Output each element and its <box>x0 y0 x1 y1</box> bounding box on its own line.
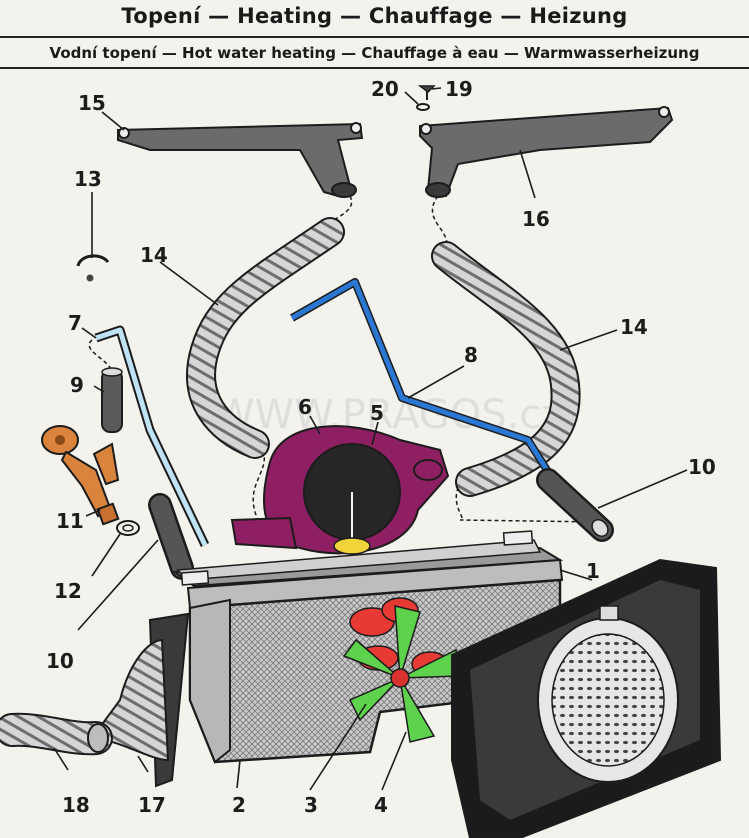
callout-12: 12 <box>54 579 82 603</box>
callout-7: 7 <box>68 311 82 335</box>
callout-6: 6 <box>298 395 312 419</box>
short-hose-part-9 <box>101 367 123 433</box>
callout-14-right: 14 <box>620 315 648 339</box>
leader-lines <box>53 87 688 791</box>
heater-front-housing <box>451 558 722 838</box>
callout-2: 2 <box>232 793 246 817</box>
callout-15: 15 <box>78 91 106 115</box>
title-rule <box>0 36 749 38</box>
washer-part-12 <box>116 520 140 536</box>
callout-11: 11 <box>56 509 84 533</box>
callout-16: 16 <box>522 207 550 231</box>
motor-housing-part-6 <box>230 425 450 555</box>
callout-19: 19 <box>445 77 473 101</box>
callout-13: 13 <box>74 167 102 191</box>
washer-part-20 <box>416 103 430 111</box>
rubber-hose-left <box>148 493 194 580</box>
motor-part-5 <box>333 492 371 555</box>
page-title: Topení — Heating — Chauffage — Heizung <box>121 4 628 28</box>
callout-8: 8 <box>464 343 478 367</box>
defroster-duct-left <box>117 122 364 198</box>
flexible-hose-left <box>186 217 345 459</box>
callout-17: 17 <box>138 793 166 817</box>
callout-1: 1 <box>586 559 600 583</box>
defroster-duct-right <box>419 106 674 198</box>
callout-9: 9 <box>70 373 84 397</box>
callout-20: 20 <box>371 77 399 101</box>
flexible-hose-part-18 <box>0 712 113 756</box>
screw-part-19 <box>417 85 436 100</box>
flexible-hose-right <box>431 241 581 497</box>
rubber-hose-right <box>536 468 614 542</box>
page-subtitle: Vodní topení — Hot water heating — Chauf… <box>49 44 700 62</box>
clip-part-13 <box>76 254 110 282</box>
heater-core-part-1 <box>172 530 564 610</box>
callout-14-left: 14 <box>140 243 168 267</box>
callout-10-right: 10 <box>688 455 716 479</box>
water-pipe-part-7 <box>94 325 210 547</box>
callout-18: 18 <box>62 793 90 817</box>
callout-5: 5 <box>370 401 384 425</box>
heater-casing-part-2 <box>188 578 562 764</box>
water-tap-part-11 <box>41 425 120 526</box>
water-pipe-part-8 <box>290 278 556 481</box>
callout-3: 3 <box>304 793 318 817</box>
callout-10-left: 10 <box>46 649 74 673</box>
subtitle-rule <box>0 67 749 69</box>
callout-4: 4 <box>374 793 388 817</box>
